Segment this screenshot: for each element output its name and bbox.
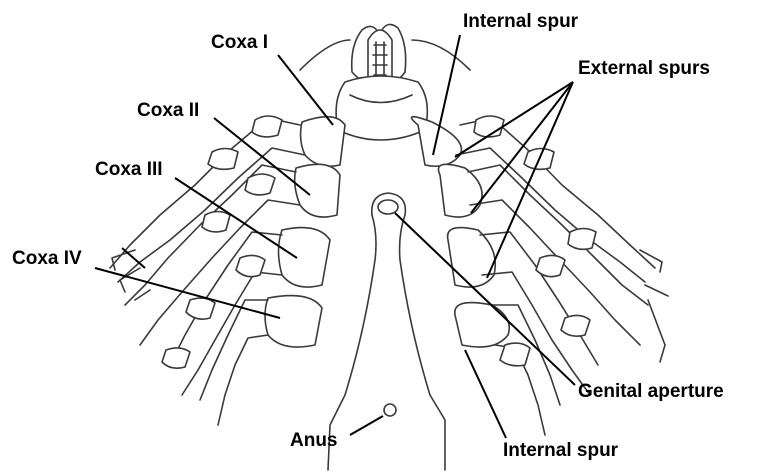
capitulum: [335, 23, 429, 141]
leader-genital-aperture: [394, 212, 576, 386]
leader-internal-spur-bottom: [464, 349, 507, 439]
ventral-body: [299, 39, 471, 471]
coxae-right: [410, 115, 511, 348]
label-genital-aperture: Genital aperture: [578, 381, 724, 402]
label-coxa-4: Coxa IV: [12, 248, 82, 269]
leader-external-spur-2: [470, 81, 574, 214]
leader-coxa-1: [277, 54, 334, 126]
label-coxa-2: Coxa II: [137, 100, 200, 121]
label-coxa-1: Coxa I: [211, 32, 269, 53]
coxae-left: [264, 115, 346, 348]
label-coxa-3: Coxa III: [95, 159, 163, 180]
leader-coxa-2: [213, 117, 311, 196]
leader-coxa-4-a: [94, 267, 281, 319]
label-anus: Anus: [290, 430, 338, 451]
leader-anus: [349, 415, 384, 436]
legs-left: [109, 115, 306, 426]
label-external-spurs: External spurs: [578, 58, 710, 79]
leader-coxa-3: [174, 177, 298, 259]
leader-external-spur-1: [454, 81, 574, 158]
leader-external-spur-3: [486, 81, 574, 279]
label-internal-spur-top: Internal spur: [463, 11, 579, 32]
leader-coxa-4-b: [121, 247, 146, 269]
label-internal-spur-bottom: Internal spur: [503, 440, 619, 461]
leader-internal-spur-top: [432, 34, 461, 156]
leader-lines: [94, 34, 576, 439]
